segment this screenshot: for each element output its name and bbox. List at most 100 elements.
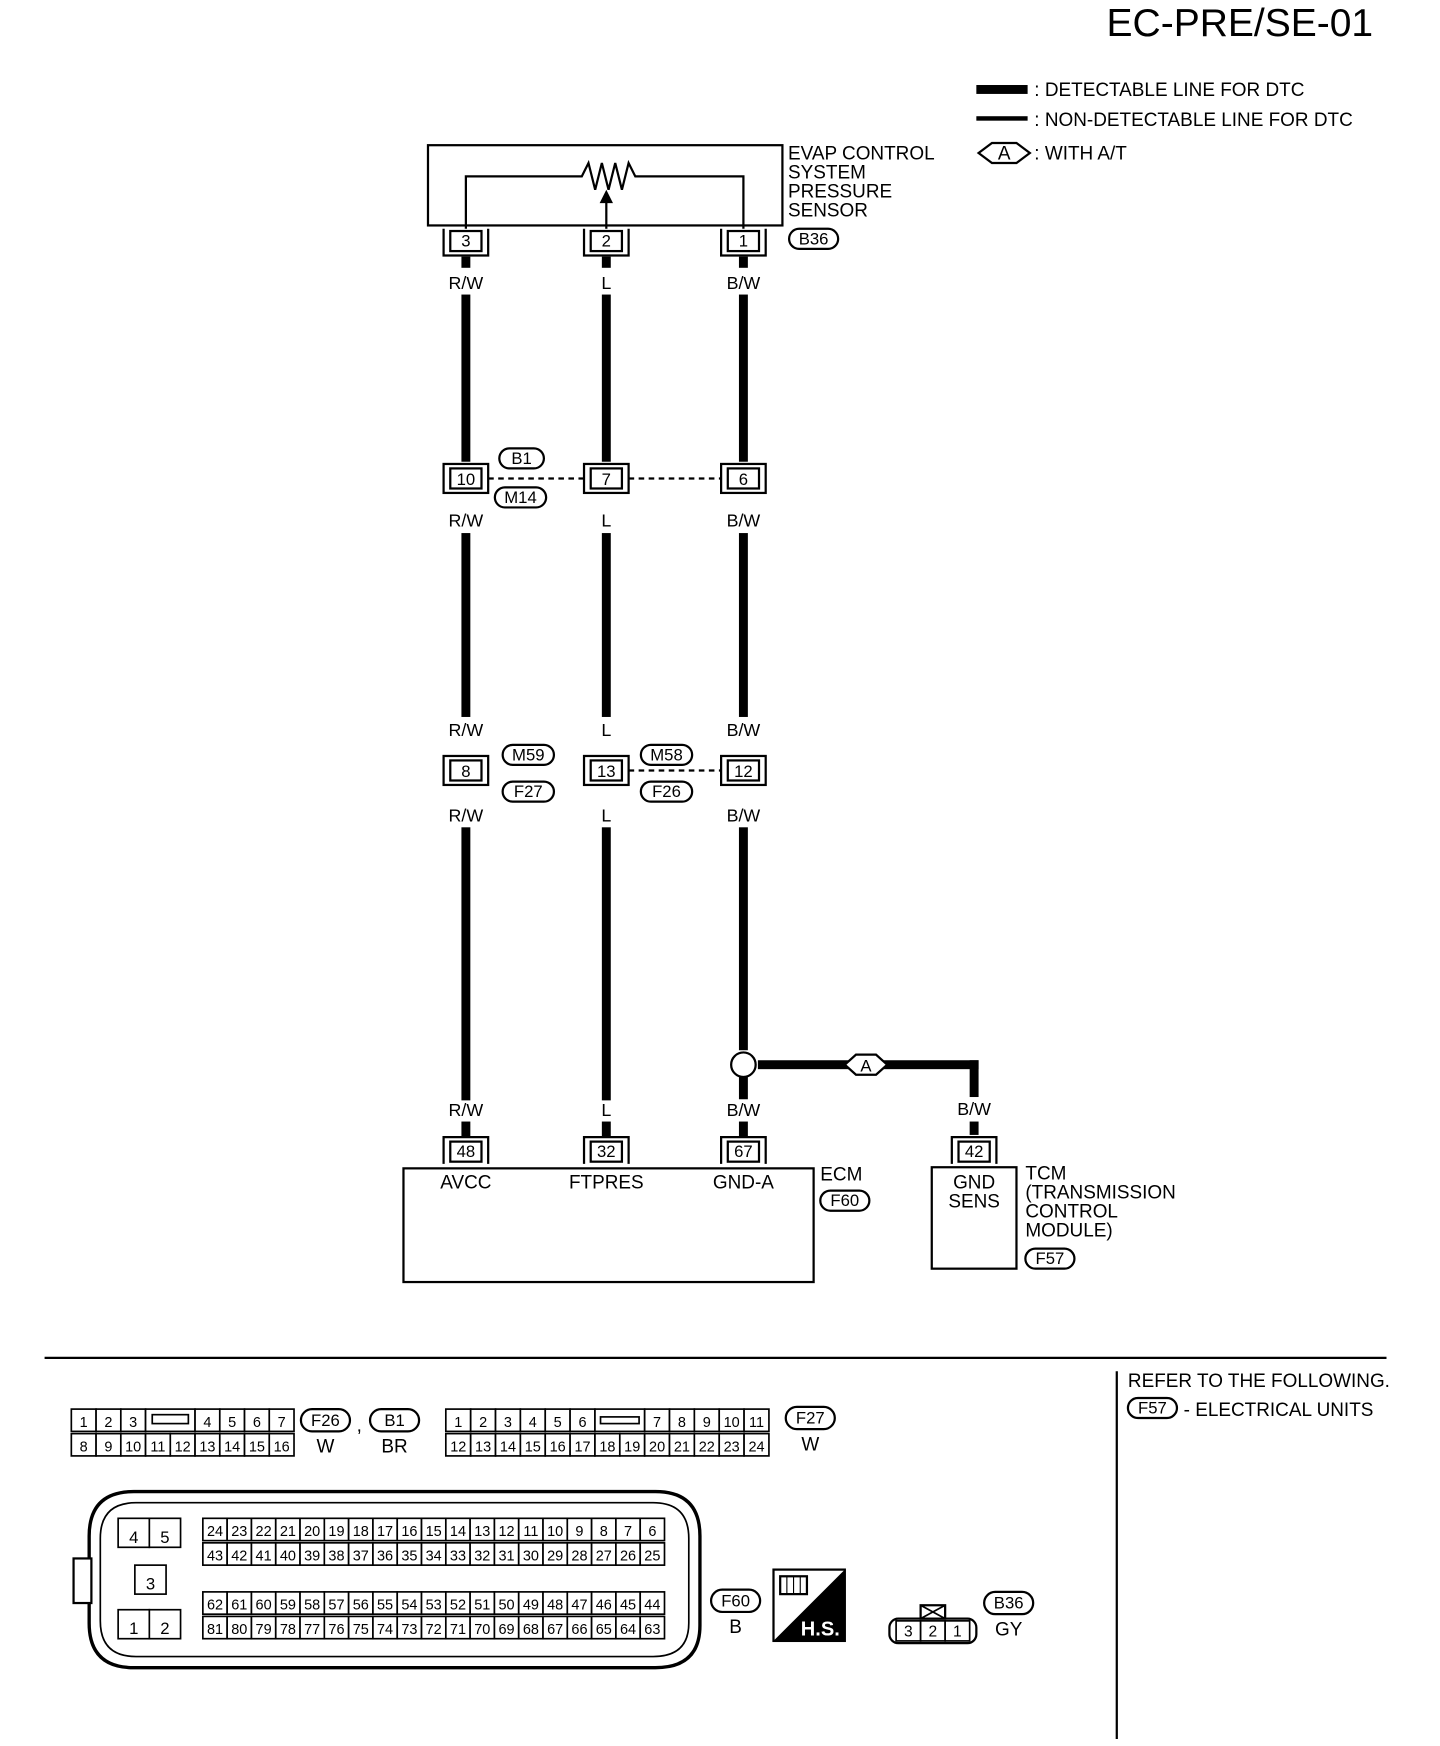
sensor-resistor-wire xyxy=(464,159,745,229)
f26-pin-3: 3 xyxy=(129,1415,137,1431)
f60-pin-50: 50 xyxy=(499,1598,515,1614)
j2-number: 8 xyxy=(461,762,470,781)
f60-inner-shell xyxy=(99,1501,690,1658)
sensor-connector-badge xyxy=(787,227,840,250)
f27-pin-7: 7 xyxy=(653,1415,661,1431)
ecm-pin-67-shell xyxy=(720,1136,767,1164)
f60-pin-55: 55 xyxy=(377,1598,393,1614)
b1-face-color: BR xyxy=(381,1437,407,1458)
f60-pin-3: 3 xyxy=(146,1575,155,1594)
ecm-box xyxy=(402,1167,815,1284)
tcm-name-line4: MODULE) xyxy=(1025,1220,1112,1241)
wire-rw-seg4 xyxy=(461,827,471,1101)
f27-pin-18: 18 xyxy=(599,1439,615,1455)
f26-pin-13: 13 xyxy=(199,1439,215,1455)
f60-pin-74: 74 xyxy=(377,1622,393,1638)
f27-pin-17: 17 xyxy=(574,1439,590,1455)
ecm-pin-32-number: 32 xyxy=(597,1142,616,1161)
f60-pin-76: 76 xyxy=(328,1622,344,1638)
b1-face-badge xyxy=(368,1407,421,1433)
wire-bw-seg2 xyxy=(738,294,748,462)
f60-pin-4-cell xyxy=(117,1517,151,1549)
f27-pin-16: 16 xyxy=(550,1439,566,1455)
legend: : DETECTABLE LINE FOR DTC : NON-DETECTAB… xyxy=(976,80,1353,165)
f26-pin-6: 6 xyxy=(253,1415,261,1431)
j1-cell xyxy=(726,467,761,490)
j1-shell xyxy=(582,462,630,495)
f27-pin-24-cell xyxy=(743,1432,770,1457)
f60-pin-35: 35 xyxy=(401,1549,417,1565)
f60-pin-73: 73 xyxy=(401,1622,417,1638)
f27-face-id: F27 xyxy=(796,1409,825,1428)
f60-pin-44-cell xyxy=(639,1591,666,1616)
color-bw-4: B/W xyxy=(727,806,761,826)
j1-shell xyxy=(720,462,767,495)
b36-pin-2-number: 2 xyxy=(602,232,611,251)
f60-pin-38: 38 xyxy=(328,1549,344,1565)
m59-badge xyxy=(501,743,556,767)
f60-pin-57: 57 xyxy=(328,1598,344,1614)
f27-pin-14: 14 xyxy=(500,1439,516,1455)
tcm-pin-42-number: 42 xyxy=(965,1142,984,1161)
wire-bw-seg4 xyxy=(738,827,748,1051)
f26-face-color: W xyxy=(317,1437,335,1458)
ecm-pin-48-number: 48 xyxy=(457,1142,476,1161)
legend-option-badge xyxy=(976,141,1032,165)
f26-face-id: F26 xyxy=(311,1411,340,1430)
f27-pin-12: 12 xyxy=(450,1439,466,1455)
m14-badge xyxy=(493,486,548,509)
f60-pin-32: 32 xyxy=(474,1549,490,1565)
f60-pin-31: 31 xyxy=(499,1549,515,1565)
b36-lock-cross2 xyxy=(920,1604,946,1620)
b36-face-pin-3: 3 xyxy=(904,1623,913,1640)
tcm-connector-id: F57 xyxy=(1036,1249,1065,1268)
f27-pin-10: 10 xyxy=(724,1415,740,1431)
wire-l-seg4 xyxy=(601,827,611,1101)
f60-pin-69: 69 xyxy=(499,1622,515,1638)
m58-id: M58 xyxy=(650,745,683,764)
j2-shell xyxy=(442,754,490,787)
f60-pin-67: 67 xyxy=(547,1622,563,1638)
ecm-pin-48: 48 xyxy=(442,1136,490,1164)
j2-number: 12 xyxy=(734,762,753,781)
f26-pin-8: 8 xyxy=(80,1439,88,1455)
f27-pin-9: 9 xyxy=(703,1415,711,1431)
ecm-pin-48-cell xyxy=(449,1140,483,1163)
f26-pin-16: 16 xyxy=(274,1439,290,1455)
f60-pin-60: 60 xyxy=(256,1598,272,1614)
b1-badge xyxy=(498,447,546,470)
j1-cell xyxy=(589,467,624,490)
f27-pin-23: 23 xyxy=(724,1439,740,1455)
b36-face-pin-1: 1 xyxy=(953,1623,962,1640)
color-rw-4: R/W xyxy=(449,806,484,826)
sensor-wiper-arrow xyxy=(599,189,614,204)
wire-branch-h1 xyxy=(757,1060,850,1070)
f60-pin-18: 18 xyxy=(353,1524,369,1540)
f60-pin-13: 13 xyxy=(474,1524,490,1540)
f60-latch xyxy=(72,1557,93,1605)
b36-pin-1-shell xyxy=(720,228,767,257)
f26-pin-16-cell xyxy=(268,1432,295,1457)
f27-pin-4: 4 xyxy=(529,1415,537,1431)
f27-face-color: W xyxy=(801,1434,819,1455)
f26-face-badge xyxy=(299,1407,352,1433)
f60-pin-2-cell xyxy=(148,1608,182,1640)
f27-pin-21: 21 xyxy=(674,1439,690,1455)
wire-l-seg5 xyxy=(601,1121,611,1138)
refer-panel: REFER TO THE FOLLOWING. F57 - ELECTRICAL… xyxy=(1126,1371,1390,1421)
b36-pin-2-cell xyxy=(589,229,624,253)
color-bw-2: B/W xyxy=(727,510,761,530)
ecm-terminal-ftpres: FTPRES xyxy=(569,1172,644,1193)
b1-id: B1 xyxy=(511,449,531,468)
f60-pin-44: 44 xyxy=(644,1598,660,1614)
f60-pin-27: 27 xyxy=(596,1549,612,1565)
j1-number: 6 xyxy=(739,470,748,489)
f60-pin-63: 63 xyxy=(644,1622,660,1638)
color-l-1: L xyxy=(601,273,611,293)
f60-pin-28: 28 xyxy=(571,1549,587,1565)
tcm-pin-42: 42 xyxy=(950,1136,998,1164)
wire-bw-seg3 xyxy=(738,533,748,717)
